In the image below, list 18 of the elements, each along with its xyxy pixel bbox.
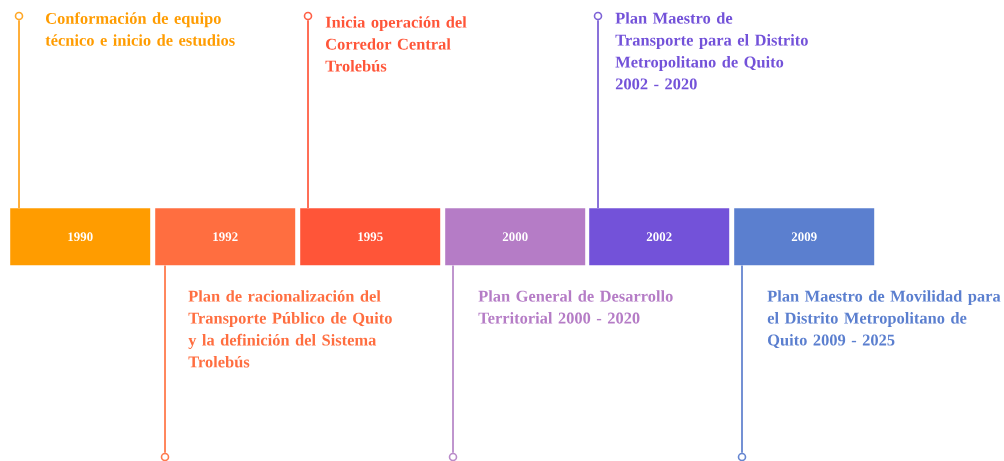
event-description: Inicia operación del Corredor Central Trolebús — [325, 16, 467, 72]
stem-line — [452, 264, 454, 454]
stem-line — [741, 264, 743, 454]
event-description: Plan Maestro de Movilidad para el Distrito Metropolitano de Quito 2009 - 2025 — [767, 290, 1001, 349]
year-box: 2002 — [589, 208, 730, 266]
stem-line — [18, 19, 20, 209]
year-box: 2000 — [445, 208, 586, 266]
year-box: 1992 — [155, 208, 296, 266]
year-box: 1990 — [10, 208, 151, 266]
event-description: Conformación de equipo técnico e inicio de estudios — [45, 12, 235, 46]
stem-line — [597, 19, 599, 209]
stem-line — [164, 264, 166, 454]
event-description: Plan Maestro de Transporte para el Distrito Metropolitano de Quito 2002 - 2020 — [615, 12, 808, 90]
event-description: Plan General de Desarrollo Territorial 2000 - 2020 — [478, 290, 673, 324]
year-box: 1995 — [300, 208, 441, 266]
year-box: 2009 — [734, 208, 875, 266]
event-description: Plan de racionalización del Transporte Público de Quito y la definición del Sistema Trolebús — [188, 290, 392, 368]
stem-line — [307, 19, 309, 209]
